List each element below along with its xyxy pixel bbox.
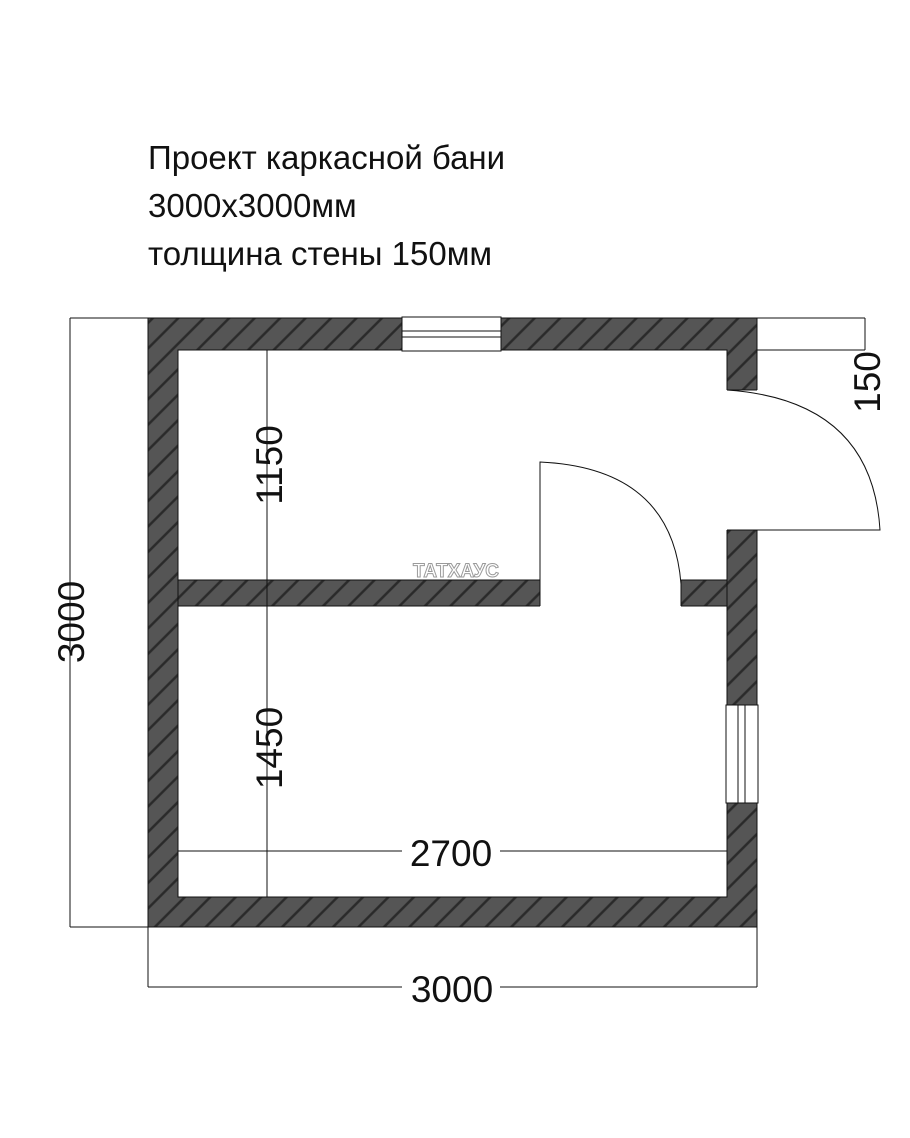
- dim-room-bottom-height: 1450: [249, 707, 290, 789]
- dim-inner-width: 2700: [410, 833, 492, 874]
- interior-door-opening: [540, 578, 681, 608]
- dim-total-width: 3000: [411, 969, 493, 1010]
- title-line-1: Проект каркасной бани: [148, 139, 506, 176]
- entrance-opening: [726, 390, 759, 530]
- title-line-2: 3000x3000мм: [148, 187, 357, 224]
- title-line-3: толщина стены 150мм: [148, 235, 493, 272]
- dim-wall-thickness: 150: [847, 351, 888, 413]
- partition-wall-stub: [680, 579, 728, 607]
- dim-total-height: 3000: [51, 581, 92, 663]
- window-top: [401, 316, 502, 352]
- partition-wall: [177, 579, 541, 607]
- title-block: Проект каркасной бани 3000x3000мм толщин…: [148, 134, 505, 278]
- dim-room-top-height: 1150: [249, 425, 290, 505]
- entrance-door-swing: [726, 389, 881, 531]
- interior-door-swing: [539, 461, 682, 585]
- watermark: ТАТХАУС: [413, 561, 499, 582]
- window-right: [725, 704, 759, 804]
